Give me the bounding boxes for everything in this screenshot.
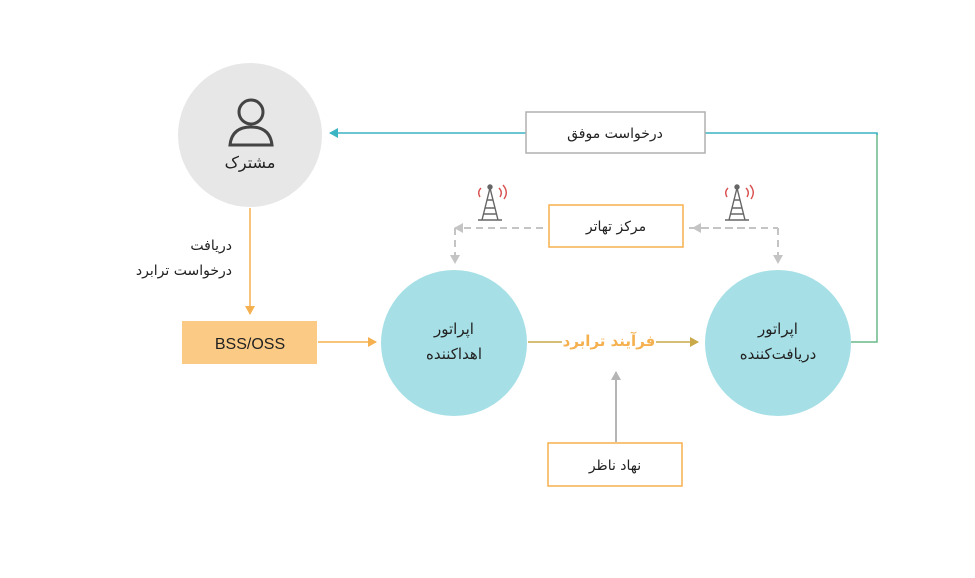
recipient-operator-node: اپراتور دریافت‌کننده (705, 270, 851, 416)
antenna-tower-icon (478, 184, 507, 221)
bss-oss-box: BSS/OSS (182, 321, 317, 364)
success-feedback-line-lower (851, 133, 878, 343)
success-request-box: درخواست موفق (525, 111, 706, 154)
person-icon (228, 98, 274, 147)
request-received-line2: درخواست ترابرد (136, 263, 232, 279)
subscriber-node: مشترک (178, 63, 322, 207)
success-feedback-line-upper (329, 128, 878, 138)
clearing-house-box: مرکز تهاتر (548, 204, 684, 248)
bss-oss-label: BSS/OSS (215, 336, 285, 353)
recipient-operator-line2: دریافت‌کننده (740, 345, 817, 363)
donor-operator-line1: اپراتور (433, 320, 474, 339)
regulator-box: نهاد ناظر (547, 442, 683, 487)
clearing-house-left-link (450, 223, 543, 264)
donor-operator-line2: اهداکننده (426, 345, 482, 363)
request-received-line1: دریافت (190, 238, 232, 254)
regulator-label: نهاد ناظر (588, 458, 641, 474)
success-request-label: درخواست موفق (567, 126, 663, 142)
recipient-operator-line1: اپراتور (757, 320, 798, 339)
clearing-house-label: مرکز تهاتر (585, 219, 646, 235)
clearing-house-right-link (689, 223, 783, 264)
porting-process-label: فرآیند ترابرد (563, 332, 656, 350)
donor-operator-node: اپراتور اهداکننده (381, 270, 527, 416)
antenna-tower-icon (725, 184, 754, 221)
subscriber-label: مشترک (225, 153, 276, 173)
